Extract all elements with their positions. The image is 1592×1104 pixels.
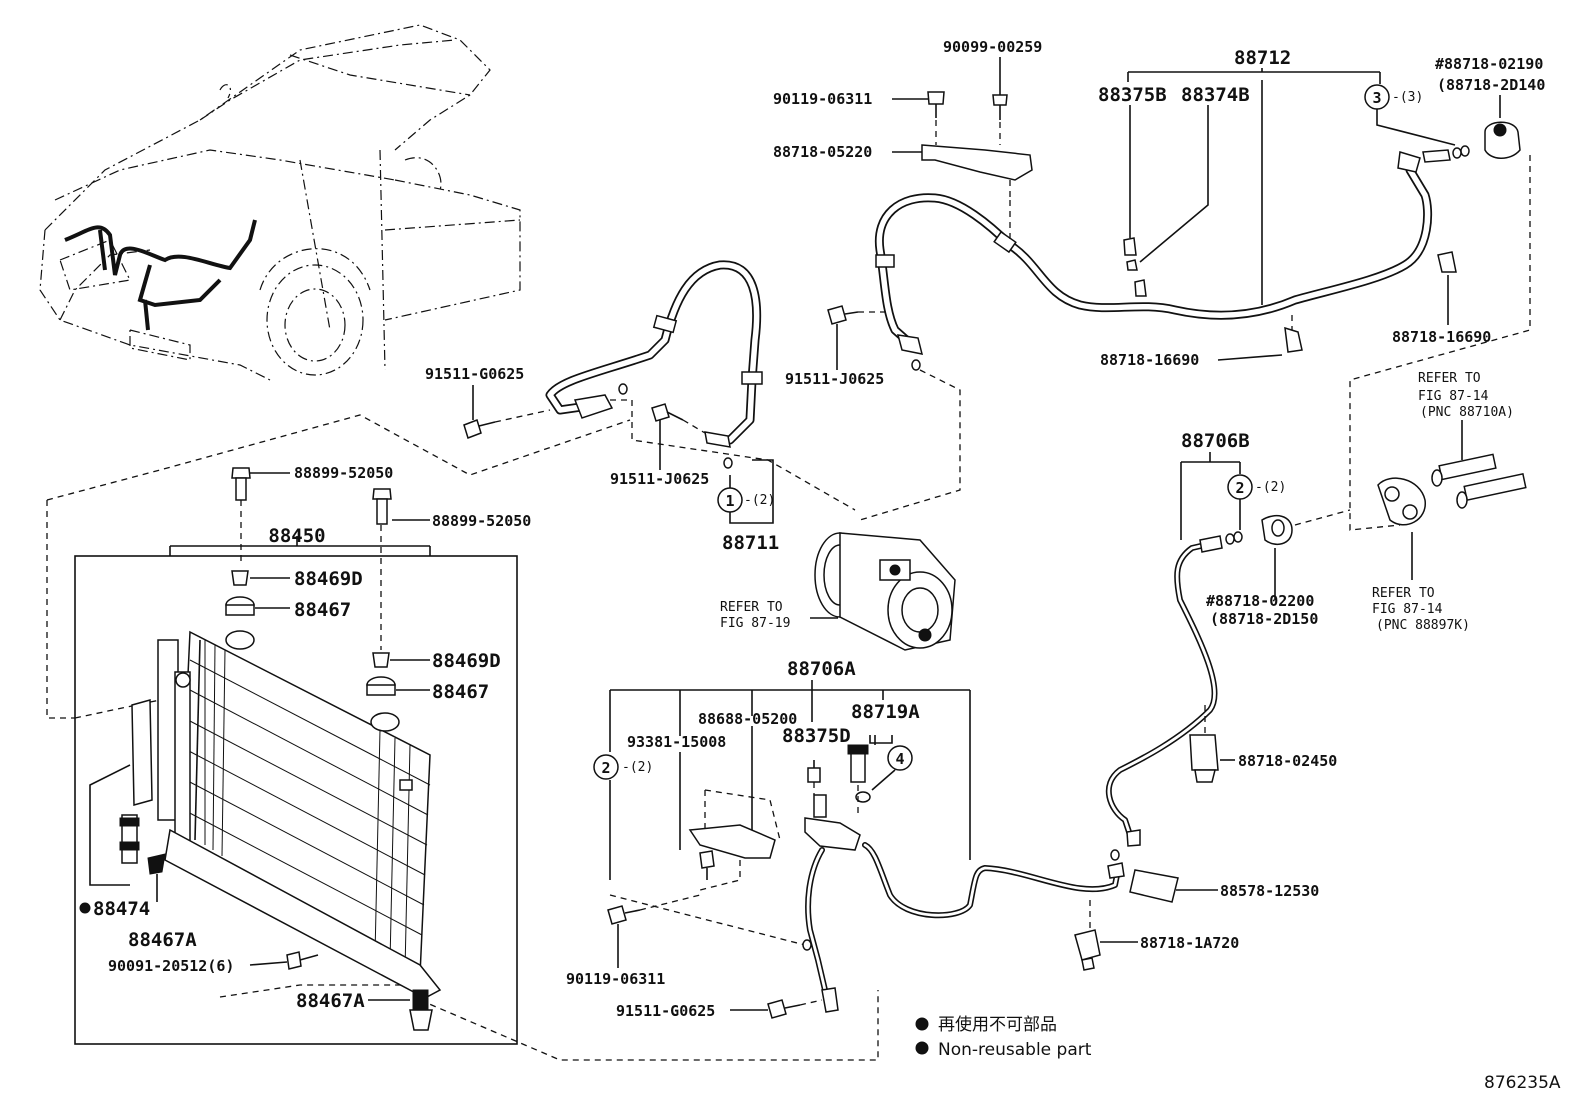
svg-text:4: 4 <box>895 750 904 768</box>
legend-jp: 再使用不可部品 <box>938 1014 1057 1035</box>
label-88467A-b: 88467A <box>296 990 365 1012</box>
callouts-right: 88706B 2 -(2) #88718-02200 (88718-2D150 … <box>1129 371 1527 903</box>
ref-pnc-88897K: (PNC 88897K) <box>1376 618 1470 633</box>
label-88706B: 88706B <box>1181 430 1250 452</box>
label-88718-16690-a: 88718-16690 <box>1100 351 1199 369</box>
label-90091-20512: 90091-20512(6) <box>108 957 234 975</box>
callout-2-left <box>593 754 619 780</box>
label-88467-a: 88467 <box>294 599 351 621</box>
label-88899-52050-b: 88899-52050 <box>432 512 531 530</box>
label-88718-02200: #88718-02200 <box>1206 592 1314 610</box>
label-88469D-a: 88469D <box>294 568 363 590</box>
ref-fig-87-14-b: FIG 87-14 <box>1372 602 1443 617</box>
legend-en: Non-reusable part <box>938 1040 1092 1060</box>
label-88712: 88712 <box>1234 47 1291 69</box>
hose-88712 <box>859 121 1521 521</box>
label-88711: 88711 <box>722 532 779 554</box>
legend-dot-en <box>915 1041 929 1055</box>
ref-refer-to-compressor: REFER TO <box>720 600 783 615</box>
legend-dot-jp <box>915 1017 929 1031</box>
condenser-assembly <box>74 536 518 1045</box>
liquid-tube-88706B <box>1105 509 1351 847</box>
label-88718-2D150: (88718-2D150 <box>1210 610 1318 628</box>
legend: 再使用不可部品 Non-reusable part <box>915 1014 1092 1060</box>
label-90099-00259: 90099-00259 <box>943 38 1042 56</box>
label-88718-2D140: (88718-2D140 <box>1437 76 1545 94</box>
diagram-id: 876235A <box>1484 1073 1561 1093</box>
condenser-box <box>74 555 518 1045</box>
callout-2-left-qty: -(2) <box>622 760 653 775</box>
label-88578-12530: 88578-12530 <box>1220 882 1319 900</box>
ref-fig-87-14-a: FIG 87-14 <box>1418 389 1489 404</box>
ref-pnc-88710A: (PNC 88710A) <box>1420 405 1514 420</box>
callout-1-qty: -(2) <box>744 493 775 508</box>
non-reusable-dot-88474 <box>79 902 91 914</box>
callout-3-qty: -(3) <box>1392 90 1423 105</box>
label-88450: 88450 <box>268 525 325 547</box>
label-88375D: 88375D <box>782 725 851 747</box>
label-88375B: 88375B <box>1098 84 1167 106</box>
label-91511-J0625-a: 91511-J0625 <box>610 470 709 488</box>
label-88718-02450: 88718-02450 <box>1238 752 1337 770</box>
label-93381-15008: 93381-15008 <box>627 733 726 751</box>
callout-2-right-qty: -(2) <box>1255 480 1286 495</box>
label-91511-J0625-b: 91511-J0625 <box>785 370 884 388</box>
label-90119-06311-bot: 90119-06311 <box>566 970 665 988</box>
label-88899-52050-a: 88899-52050 <box>294 464 393 482</box>
svg-text:3: 3 <box>1372 89 1381 107</box>
svg-text:2: 2 <box>601 759 610 777</box>
label-88718-02190: #88718-02190 <box>1435 55 1543 73</box>
ref-fig-87-19: FIG 87-19 <box>720 616 790 631</box>
label-91511-G0625-bot: 91511-G0625 <box>616 1002 715 1020</box>
label-88474: 88474 <box>93 898 150 920</box>
label-88718-16690-b: 88718-16690 <box>1392 328 1491 346</box>
label-88688-05200: 88688-05200 <box>698 710 797 728</box>
label-88718-05220: 88718-05220 <box>773 143 872 161</box>
callouts-88706A: 88706A 88688-05200 93381-15008 88719A 88… <box>566 658 1239 1020</box>
condenser-callouts: 88450 88899-52050 88899-52050 88469D 884… <box>79 464 531 1031</box>
label-88469D-b: 88469D <box>432 650 501 672</box>
callout-4 <box>887 745 913 771</box>
vehicle-illustration <box>39 24 521 381</box>
callouts-88711: 91511-G0625 91511-J0625 1 -(2) 88711 <box>425 365 779 554</box>
label-90119-06311-top: 90119-06311 <box>773 90 872 108</box>
label-91511-G0625-top: 91511-G0625 <box>425 365 524 383</box>
hose-88711 <box>545 260 856 511</box>
svg-text:1: 1 <box>725 492 734 510</box>
label-88706A: 88706A <box>787 658 856 680</box>
liquid-tube-88706A <box>804 794 1125 1013</box>
label-88467A-a: 88467A <box>128 929 197 951</box>
label-88374B: 88374B <box>1181 84 1250 106</box>
label-88467-b: 88467 <box>432 681 489 703</box>
svg-text:2: 2 <box>1235 479 1244 497</box>
label-88718-1A720: 88718-1A720 <box>1140 934 1239 952</box>
callouts-top: 90099-00259 90119-06311 88718-05220 8871… <box>773 38 1545 388</box>
compressor: REFER TO FIG 87-19 <box>720 532 956 651</box>
label-88719A: 88719A <box>851 701 920 723</box>
ref-refer-to-a: REFER TO <box>1418 371 1481 386</box>
ref-refer-to-b: REFER TO <box>1372 586 1435 601</box>
